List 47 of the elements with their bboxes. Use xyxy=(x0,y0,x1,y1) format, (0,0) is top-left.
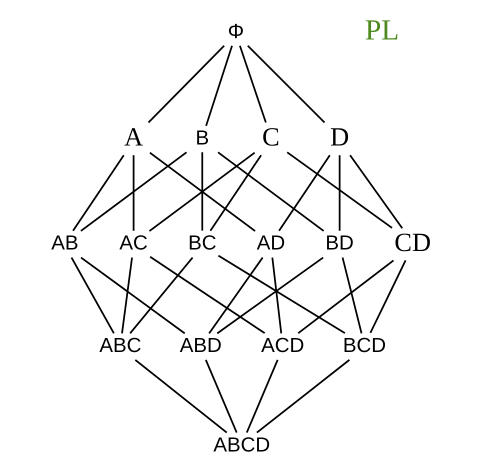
connector xyxy=(348,154,402,228)
node-text: B xyxy=(194,126,209,150)
node-text: BD xyxy=(324,231,354,254)
node-text: ABD xyxy=(179,334,222,356)
connector xyxy=(270,256,282,333)
node-text: CD xyxy=(394,227,430,256)
connector xyxy=(204,45,232,126)
connector xyxy=(80,256,185,334)
node-text: C xyxy=(262,122,280,152)
connector xyxy=(217,151,324,232)
connector xyxy=(80,151,187,232)
node-text: ACD xyxy=(260,334,304,356)
connector xyxy=(132,154,134,230)
connector xyxy=(128,256,193,334)
node-text: AB xyxy=(50,231,78,254)
connector xyxy=(204,359,237,432)
connector xyxy=(245,359,278,432)
node-text: AD xyxy=(256,231,285,254)
connector xyxy=(238,45,266,122)
connector xyxy=(147,44,224,123)
connector xyxy=(149,256,265,334)
node-text: AC xyxy=(118,231,148,254)
node-text: BC xyxy=(188,231,216,254)
node-text: ABC xyxy=(98,334,141,356)
connector xyxy=(246,44,325,123)
connector xyxy=(256,358,350,433)
connector xyxy=(200,152,203,230)
node-text: ABCD xyxy=(212,432,270,456)
node-text: BCD xyxy=(342,334,386,356)
connector xyxy=(278,154,330,231)
connector xyxy=(72,154,124,231)
connector xyxy=(341,256,362,334)
node-text: D xyxy=(330,122,349,152)
connector xyxy=(286,151,392,228)
connector xyxy=(369,260,406,333)
connector xyxy=(134,358,227,433)
connector xyxy=(120,256,132,333)
connector xyxy=(216,256,324,334)
connector xyxy=(297,259,394,334)
connector xyxy=(217,254,345,334)
label: PL xyxy=(364,14,399,46)
connector xyxy=(209,154,262,231)
connector xyxy=(208,256,263,334)
connector xyxy=(338,154,340,230)
node-text: A xyxy=(124,122,143,152)
node-text: Φ xyxy=(227,19,244,42)
connector xyxy=(70,256,114,334)
